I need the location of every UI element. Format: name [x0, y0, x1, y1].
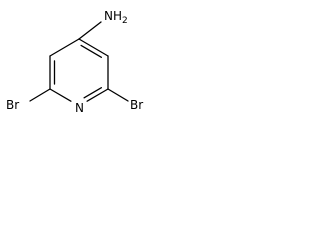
bond-c1-br-left [29, 88, 51, 102]
bond-c5-c4-inner [80, 44, 103, 58]
bond-c2-c1 [49, 88, 72, 102]
substituent-bonds [29, 21, 129, 102]
bond-c4-c3 [49, 38, 80, 57]
amine-main: NH [104, 9, 122, 23]
bond-c4-amine [78, 21, 102, 40]
bond-c5-br-right [107, 88, 129, 102]
bond-n-c5 [83, 87, 103, 99]
bromo-left-label: Br [6, 98, 19, 112]
ring-nitrogen-label: N [75, 101, 84, 115]
ring-bonds [49, 38, 109, 102]
bond-c1-n [86, 88, 109, 102]
amine-label: NH2 [104, 9, 128, 26]
structure-diagram: NH2 Br N Br [6, 9, 143, 115]
ring-redraw [80, 44, 103, 58]
bond-c5-c4 [78, 38, 109, 57]
amine-subscript: 2 [122, 16, 128, 26]
bromo-right-label: Br [130, 98, 143, 112]
